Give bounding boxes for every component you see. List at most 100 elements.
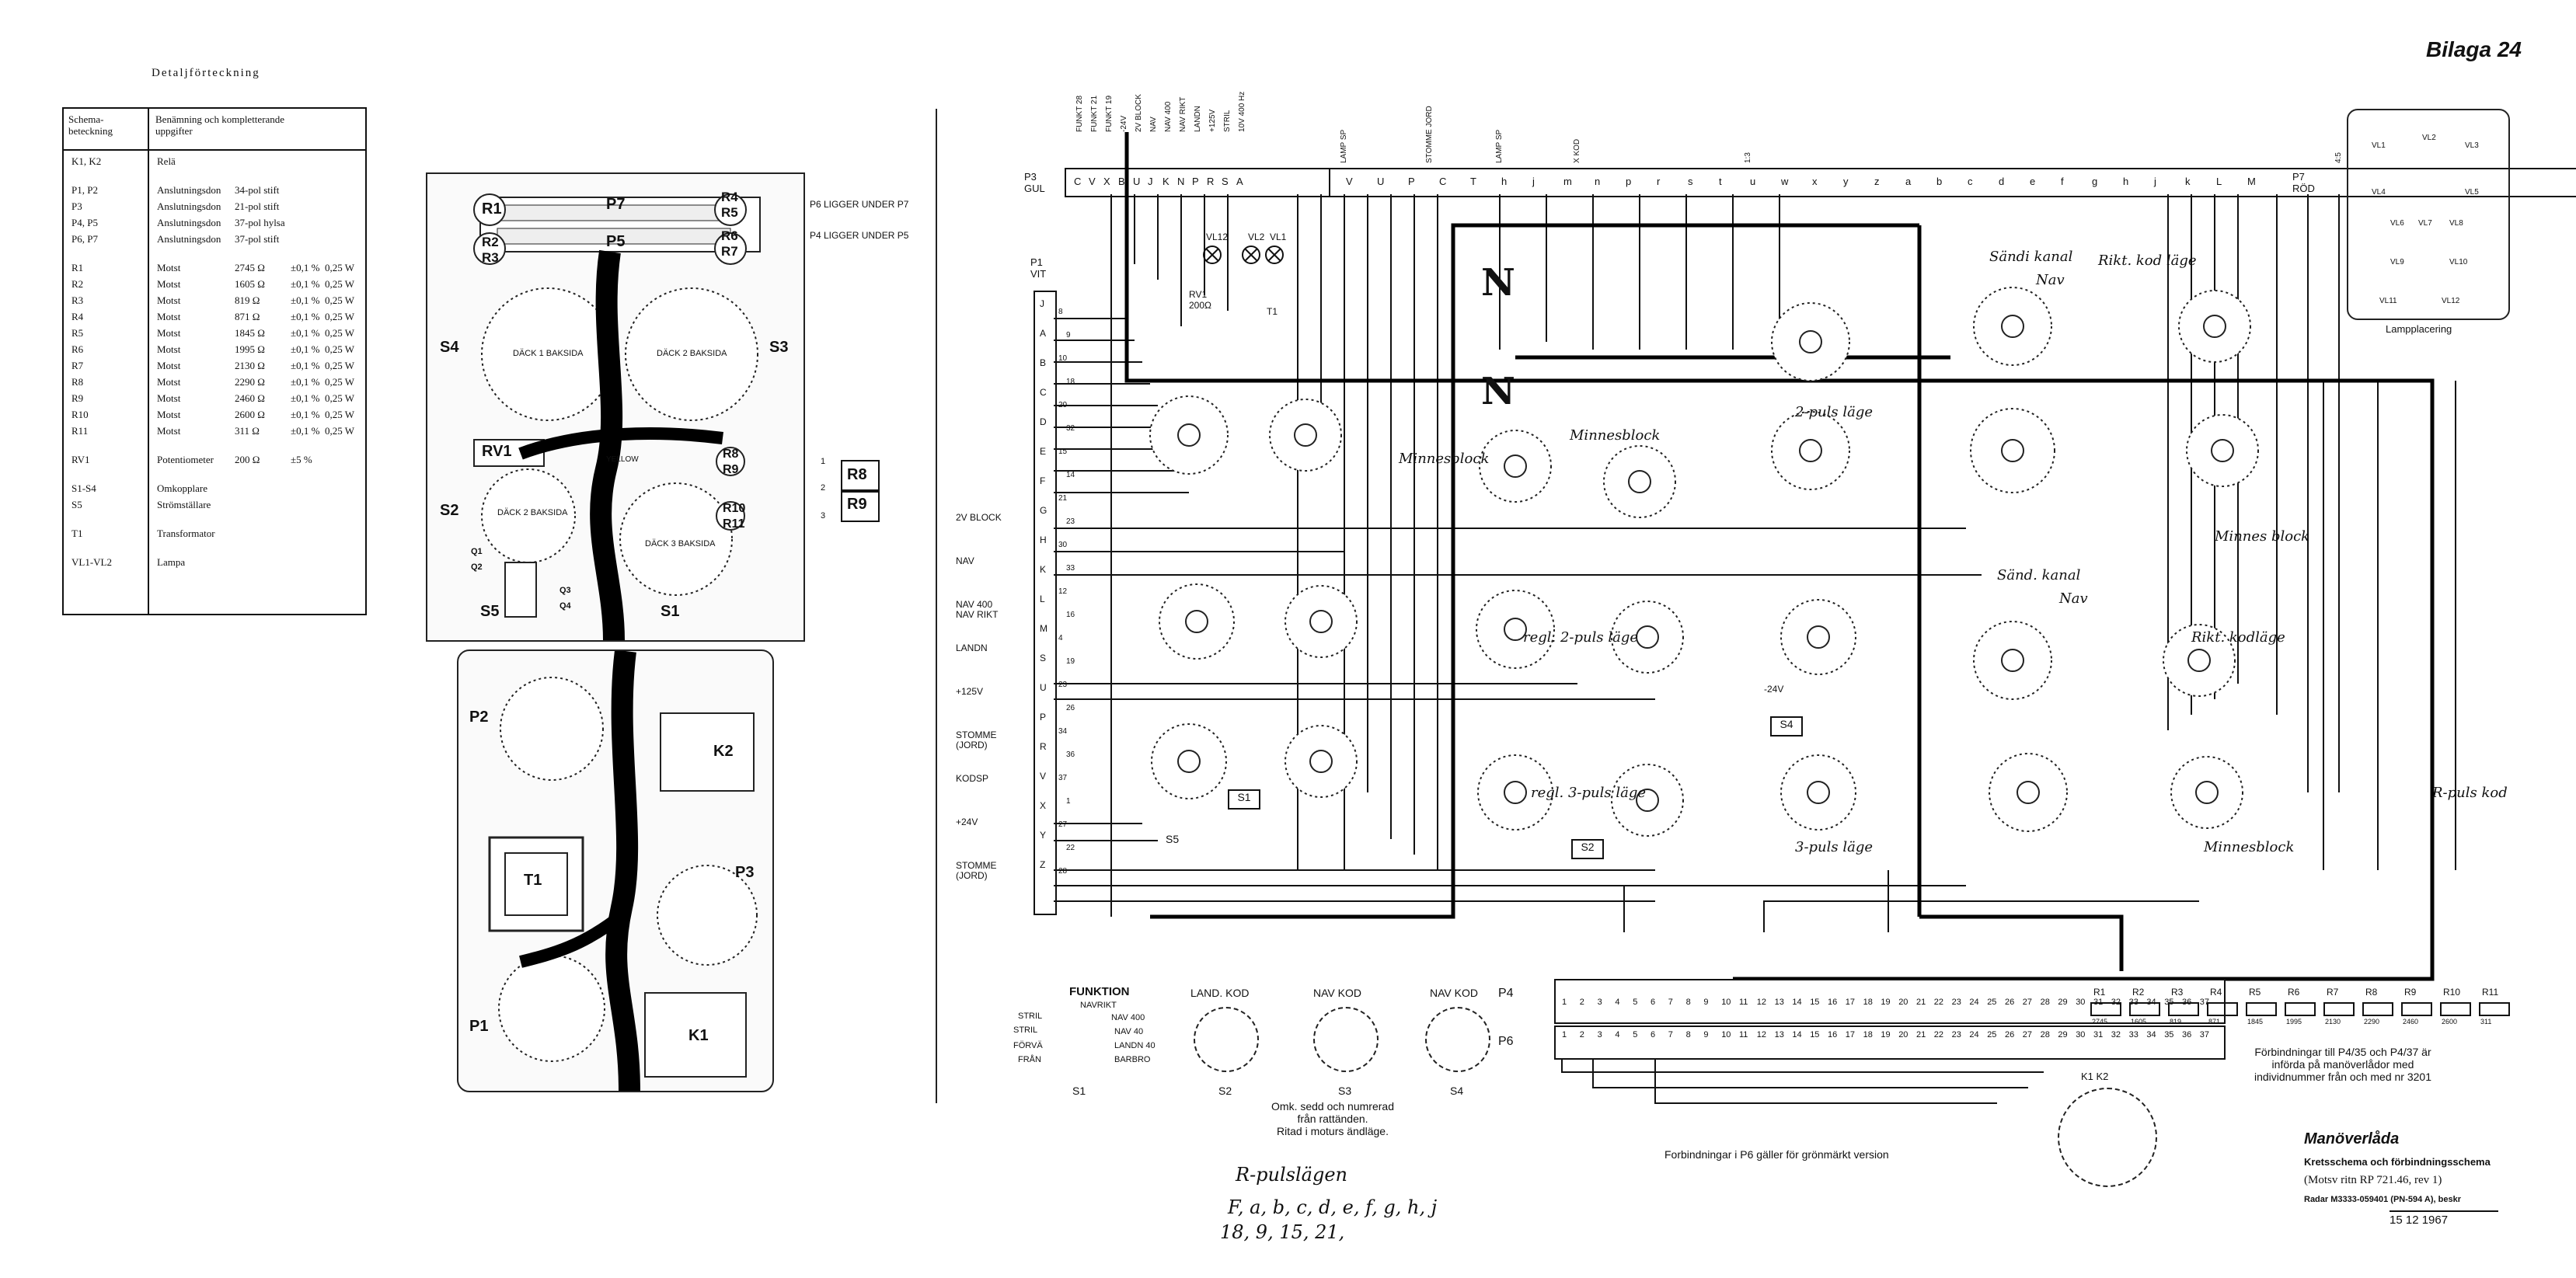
lamp-label: VL6 xyxy=(2390,219,2404,228)
p1-label: P1 VIT xyxy=(1030,256,1047,280)
p7-pin: t xyxy=(1719,176,1722,187)
parts-list-header: Schema- beteckning Benämning och komplet… xyxy=(64,109,365,151)
parts-desc: Motst xyxy=(157,278,181,290)
parts-tol: ±0,1 % xyxy=(291,376,320,388)
layout-bottom-panel: P2 K2 T1 P3 P1 K1 xyxy=(457,649,774,1092)
p4-pin: 9 xyxy=(1703,998,1709,1007)
handwritten-label: Minnesblock xyxy=(2204,839,2295,855)
resistor xyxy=(2323,1002,2355,1016)
p6-pin: 4 xyxy=(1615,1030,1620,1039)
rotary-switch-hub xyxy=(1799,439,1822,462)
vl12-label: VL12 xyxy=(1206,232,1229,242)
p7-pin: M xyxy=(2247,176,2256,187)
rotary-switch-hub xyxy=(1504,454,1527,478)
p1-wire-number: 8 xyxy=(1058,308,1063,316)
rotary-switch-hub xyxy=(1177,750,1201,773)
parts-ref: K1, K2 xyxy=(71,155,102,167)
label-s2: S2 xyxy=(440,502,459,519)
parts-list-table: Schema- beteckning Benämning och komplet… xyxy=(62,107,367,615)
p7-pin: c xyxy=(1968,176,1973,187)
parts-ref: R4 xyxy=(71,311,84,322)
p7-pin: p xyxy=(1626,176,1632,187)
parts-tol: ±5 % xyxy=(291,454,312,465)
rotary-switch-hub xyxy=(1504,781,1527,804)
schematic-wires xyxy=(1054,132,2456,1104)
rotary-switch-hub xyxy=(1504,618,1527,641)
col-benamning-header: Benämning och kompletterande uppgifter xyxy=(155,113,285,137)
resistor-value: 1605 xyxy=(2131,1018,2147,1026)
p7-pin: j xyxy=(2154,176,2156,187)
p4-pin: 15 xyxy=(1810,998,1820,1007)
s3-dial xyxy=(1313,1007,1379,1072)
p6-note: Forbindningar i P6 gäller för grönmärkt … xyxy=(1664,1148,1889,1161)
lamp-label: VL4 xyxy=(2372,188,2386,197)
label-p2: P2 xyxy=(469,709,489,726)
p3-pin: U xyxy=(1133,176,1141,187)
parts-pow: 0,25 W xyxy=(325,294,355,306)
p7-pin: P xyxy=(1408,176,1415,187)
label-s5: S5 xyxy=(480,603,500,620)
handwritten-label: 2-puls läge xyxy=(1795,404,1874,420)
p6-pin: 32 xyxy=(2111,1030,2121,1039)
parts-ref: R10 xyxy=(71,409,89,420)
parts-desc: Motst xyxy=(157,392,181,404)
p7-pin: f xyxy=(2061,176,2064,187)
rotary-switch-hub xyxy=(2001,315,2024,338)
p7-pin: d xyxy=(1999,176,2005,187)
p7-pin: m xyxy=(1563,176,1572,187)
sheet-divider xyxy=(936,109,937,1103)
parts-desc: Anslutningsdon xyxy=(157,200,221,212)
resistor xyxy=(2129,1002,2160,1016)
rotary-switch-hub xyxy=(2195,781,2219,804)
s5-tag: S5 xyxy=(1166,833,1180,845)
parts-pow: 0,25 W xyxy=(325,278,355,290)
rotary-switch-hub xyxy=(2017,781,2040,804)
p3-pin: R xyxy=(1207,176,1215,187)
handwritten-label: Rikt. kodläge xyxy=(2191,629,2285,646)
p4-pin: 18 xyxy=(1863,998,1873,1007)
parts-desc: Anslutningsdon xyxy=(157,217,221,228)
p4-pin: 27 xyxy=(2022,998,2033,1007)
parts-desc: Omkopplare xyxy=(157,482,207,494)
lamp-label: VL12 xyxy=(2442,297,2460,305)
rotary-switch-hub xyxy=(1807,625,1830,649)
p1-wire-number: 16 xyxy=(1066,611,1075,619)
p1-side-label: STOMME (JORD) xyxy=(956,730,997,750)
parts-desc: Motst xyxy=(157,376,181,388)
rotary-switch-hub xyxy=(1294,423,1317,447)
p6-pin: 11 xyxy=(1739,1030,1748,1039)
label-r11: R11 xyxy=(723,517,745,531)
rotary-switch-hub xyxy=(2187,649,2211,672)
parts-tol: ±0,1 % xyxy=(291,278,320,290)
handwritten-label: regl. 2-puls läge xyxy=(1523,629,1639,646)
resistor xyxy=(2362,1002,2393,1016)
label-r4: R4 xyxy=(721,190,738,204)
p4-pin: 20 xyxy=(1898,998,1908,1007)
p3-pin: S xyxy=(1222,176,1229,187)
p7-pin: b xyxy=(1936,176,1943,187)
s1-tag: S1 xyxy=(1228,789,1260,810)
parts-desc: Motst xyxy=(157,409,181,420)
parts-val: 21-pol stift xyxy=(235,200,280,212)
s2-dial xyxy=(1194,1007,1259,1072)
parts-val: 34-pol stift xyxy=(235,184,280,196)
p1-pin: F xyxy=(1040,475,1046,486)
parts-ref: P4, P5 xyxy=(71,217,98,228)
label-s1: S1 xyxy=(661,603,680,620)
s3-title: NAV KOD xyxy=(1313,987,1361,999)
resistor-value: 871 xyxy=(2208,1018,2221,1026)
p1-wire-number: 34 xyxy=(1058,727,1068,736)
parts-tol: ±0,1 % xyxy=(291,294,320,306)
parts-pow: 0,25 W xyxy=(325,392,355,404)
p4-pin: 11 xyxy=(1739,998,1748,1007)
p1-pin: K xyxy=(1040,564,1047,575)
s1-opt-forva: FÖRVÄ xyxy=(1013,1041,1043,1050)
drawing-ref: (Motsv ritn RP 721.46, rev 1) xyxy=(2304,1174,2442,1186)
rotary-switch-hub xyxy=(2001,649,2024,672)
parts-pow: 0,25 W xyxy=(325,425,355,437)
p6-pin: 15 xyxy=(1810,1030,1820,1039)
